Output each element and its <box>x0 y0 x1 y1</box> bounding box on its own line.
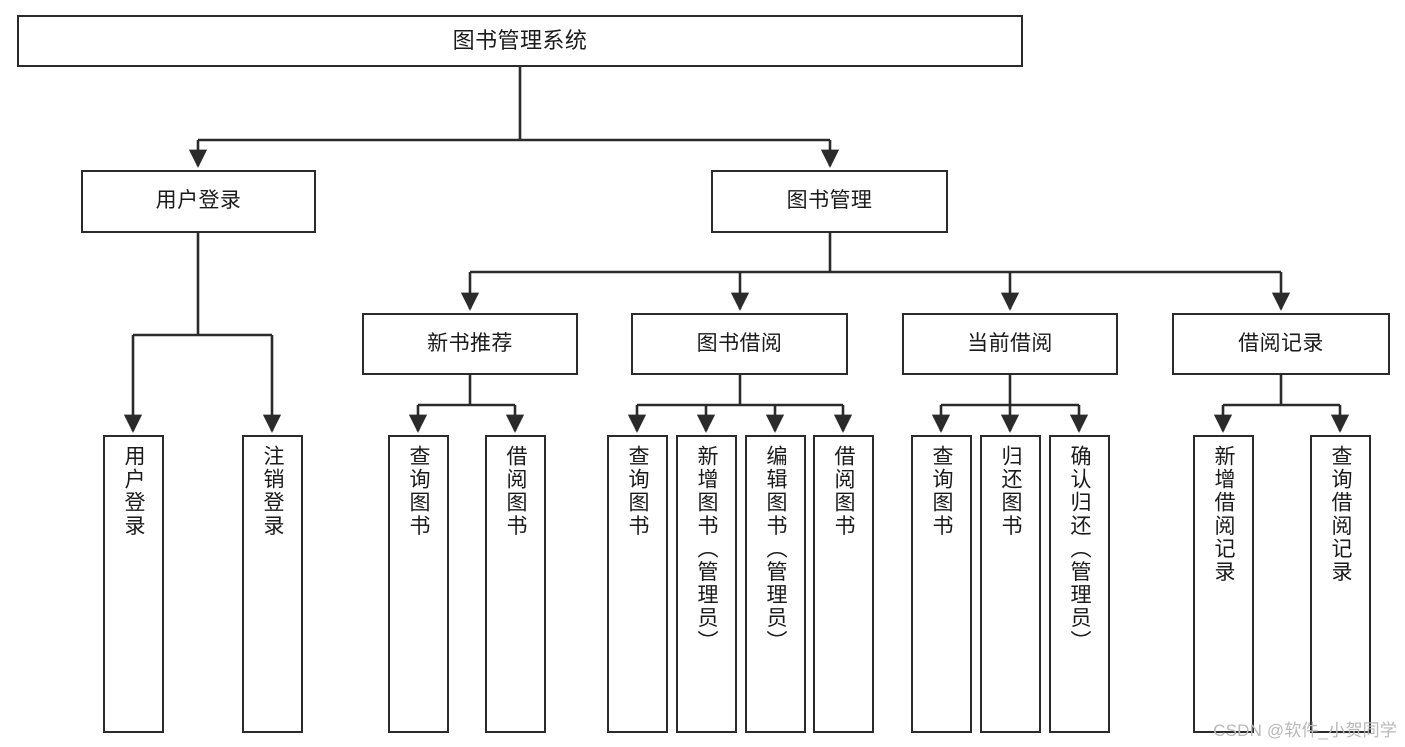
node-root-system[interactable]: 图书管理系统 <box>17 15 1023 67</box>
node-label: 新增图书（管理员） <box>695 445 718 653</box>
node-label: 借阅记录 <box>1238 331 1324 355</box>
leaf-borrow-record-query[interactable]: 查询借阅记录 <box>1310 435 1371 733</box>
node-new-book-recommend[interactable]: 新书推荐 <box>362 313 578 375</box>
node-label: 查询图书 <box>626 445 649 538</box>
node-label: 确认归还（管理员） <box>1068 445 1091 653</box>
node-label: 查询图书 <box>407 445 430 538</box>
leaf-current-borrow-query[interactable]: 查询图书 <box>911 435 972 733</box>
node-label: 注销登录 <box>261 445 284 538</box>
leaf-current-borrow-confirm-return[interactable]: 确认归还（管理员） <box>1049 435 1110 733</box>
node-label: 编辑图书（管理员） <box>764 445 787 653</box>
node-label: 借阅图书 <box>504 445 527 538</box>
node-label: 用户登录 <box>155 189 242 213</box>
node-label: 新书推荐 <box>427 331 513 355</box>
node-label: 图书借阅 <box>696 331 783 355</box>
node-label: 归还图书 <box>999 445 1022 538</box>
node-current-borrow[interactable]: 当前借阅 <box>902 313 1118 375</box>
node-label: 查询借阅记录 <box>1329 445 1352 584</box>
node-label: 当前借阅 <box>967 331 1053 355</box>
watermark: CSDN @软件_小贺同学 <box>1213 721 1397 740</box>
leaf-book-borrow-edit[interactable]: 编辑图书（管理员） <box>745 435 806 733</box>
node-label: 用户登录 <box>122 445 145 538</box>
leaf-current-borrow-return[interactable]: 归还图书 <box>980 435 1041 733</box>
node-label: 借阅图书 <box>832 445 855 538</box>
node-borrow-record[interactable]: 借阅记录 <box>1172 313 1390 375</box>
leaf-new-book-borrow[interactable]: 借阅图书 <box>485 435 546 733</box>
node-label: 图书管理 <box>786 189 873 213</box>
node-book-management[interactable]: 图书管理 <box>711 170 948 233</box>
node-label: 新增借阅记录 <box>1212 445 1235 584</box>
leaf-user-login-login[interactable]: 用户登录 <box>103 435 164 733</box>
leaf-book-borrow-query[interactable]: 查询图书 <box>607 435 668 733</box>
leaf-new-book-query[interactable]: 查询图书 <box>388 435 449 733</box>
leaf-book-borrow-add[interactable]: 新增图书（管理员） <box>676 435 737 733</box>
node-label: 图书管理系统 <box>452 28 588 54</box>
leaf-user-login-logout[interactable]: 注销登录 <box>242 435 303 733</box>
node-book-borrow[interactable]: 图书借阅 <box>631 313 848 375</box>
node-label: 查询图书 <box>930 445 953 538</box>
node-user-login[interactable]: 用户登录 <box>81 170 316 233</box>
leaf-book-borrow-borrow[interactable]: 借阅图书 <box>813 435 874 733</box>
leaf-borrow-record-add[interactable]: 新增借阅记录 <box>1193 435 1254 733</box>
